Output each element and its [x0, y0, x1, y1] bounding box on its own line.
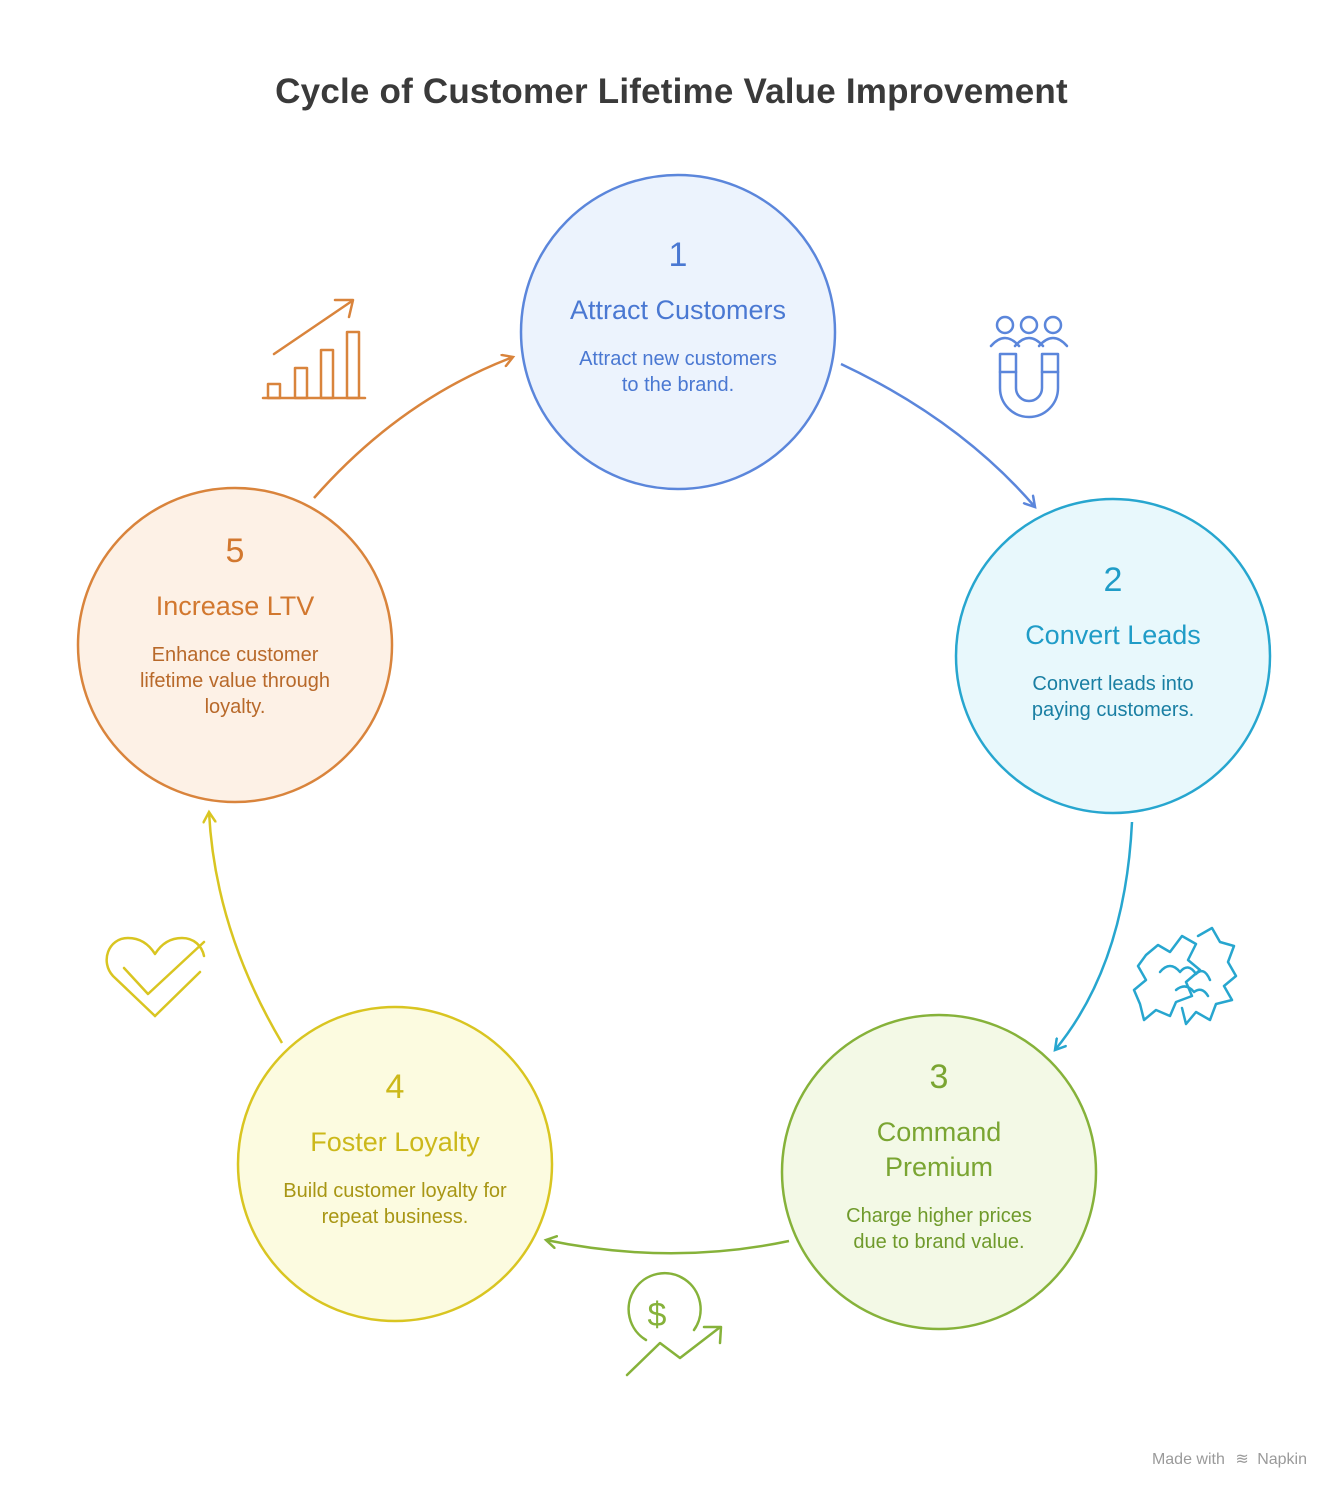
page-title: Cycle of Customer Lifetime Value Improve… [275, 72, 1068, 111]
stage-5-circle [76, 486, 394, 804]
stage-4: 4 Foster Loyalty Build customer loyalty … [255, 1067, 535, 1230]
stage-1-circle [519, 173, 837, 491]
napkin-logo-icon: ≋ [1235, 1451, 1249, 1468]
stage-3-circle [780, 1013, 1098, 1331]
stage-2-circle [954, 497, 1272, 815]
arrow-2-to-3 [1055, 821, 1134, 1050]
stage-2: 2 Convert Leads Convert leads into payin… [973, 560, 1253, 723]
stage-heading: Foster Loyalty [310, 1127, 480, 1157]
stage-description: Convert leads into paying customers. [1031, 673, 1195, 721]
handshake-icon [1132, 926, 1238, 1026]
stage-description: Enhance customer lifetime value through … [139, 644, 331, 718]
watermark-prefix: Made with [1151, 1451, 1225, 1468]
watermark: Made with ≋ Napkin [1152, 1449, 1307, 1469]
stage-number: 5 [225, 532, 245, 570]
stage-heading: Increase LTV [155, 591, 315, 621]
stage-description: Attract new customers to the brand. [579, 348, 777, 396]
arrow-3-to-4 [546, 1240, 790, 1255]
heart-check-icon [105, 936, 206, 1018]
arrow-1-to-2 [840, 362, 1035, 507]
svg-text:$: $ [648, 1296, 667, 1334]
growth-chart-icon [261, 298, 367, 400]
stage-heading: Attract Customers [569, 295, 787, 325]
stage-5: 5 Increase LTV Enhance customer lifetime… [95, 531, 375, 720]
watermark-brand: Napkin [1257, 1451, 1307, 1468]
stage-description: Charge higher prices due to brand value. [846, 1205, 1032, 1253]
stage-number: 4 [385, 1068, 405, 1106]
stage-4-circle [236, 1005, 554, 1323]
stage-number: 2 [1103, 561, 1123, 599]
arrow-4-to-5 [209, 812, 284, 1044]
stage-number: 3 [929, 1058, 949, 1096]
dollar-growth-icon: $ [625, 1271, 723, 1377]
stage-heading: Convert Leads [1025, 620, 1201, 650]
stage-description: Build customer loyalty for repeat busine… [283, 1180, 507, 1228]
stage-1: 1 Attract Customers Attract new customer… [538, 235, 818, 398]
stage-heading: Command Premium [876, 1117, 1002, 1182]
stage-number: 1 [668, 236, 688, 274]
stage-3: 3 Command Premium Charge higher prices d… [799, 1057, 1079, 1255]
magnet-people-icon [989, 315, 1069, 419]
arrow-5-to-1 [313, 357, 513, 499]
